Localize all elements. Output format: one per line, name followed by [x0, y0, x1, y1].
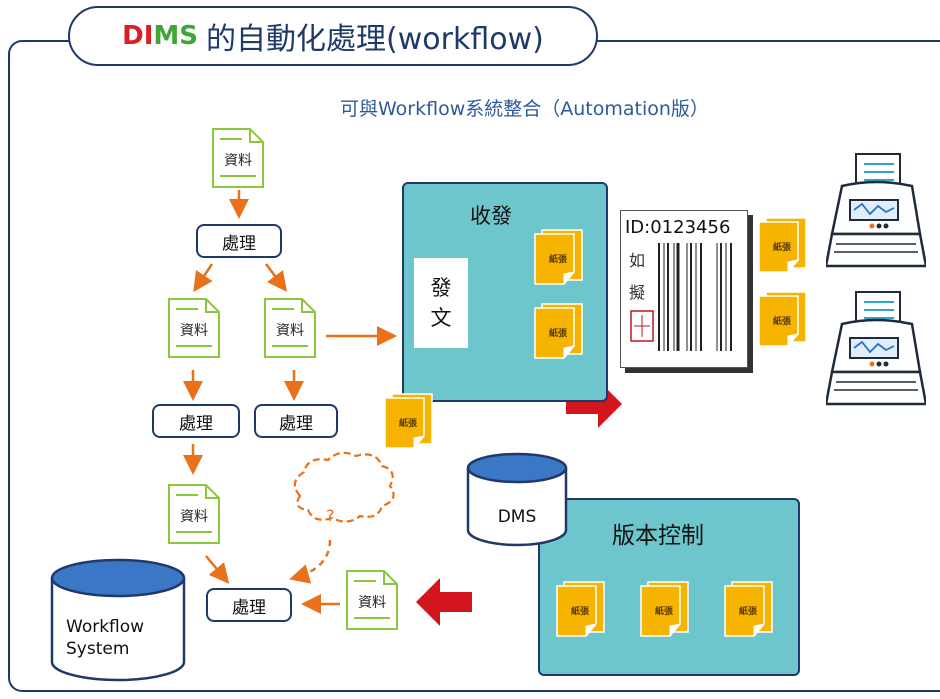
doc-label: 資料 — [180, 509, 208, 525]
paper-stack: 紙張 — [640, 580, 690, 638]
workflow-system-database-icon — [50, 558, 186, 682]
scanner-icon — [826, 153, 926, 268]
version-control-title: 版本控制 — [612, 523, 704, 549]
process-box-1: 處理 — [196, 224, 282, 258]
paper-label: 紙張 — [738, 607, 757, 617]
doc-label: 資料 — [276, 323, 304, 339]
subtitle: 可與Workflow系統整合（Automation版） — [340, 98, 709, 120]
workflow-system-line1: Workflow — [66, 617, 145, 637]
paper-label: 紙張 — [398, 419, 417, 429]
send-char-2: 文 — [430, 306, 452, 330]
archive-char-1: 如 — [629, 251, 646, 270]
paper-stack: 紙張 — [556, 580, 606, 638]
doc-data-5: 資料 — [346, 570, 398, 630]
barcode-document: ID:0123456 如 擬 — [620, 210, 748, 368]
title-banner: DIMS 的自動化處理(workflow) — [68, 6, 598, 66]
arrow-proc1-to-doc2 — [193, 263, 214, 293]
receive-send-panel — [402, 182, 608, 402]
thought-cloud — [293, 451, 395, 523]
doc-data-4: 資料 — [168, 484, 220, 544]
red-arrow-left — [416, 578, 472, 626]
paper-label: 紙張 — [772, 243, 791, 253]
document-id: ID:0123456 — [625, 217, 731, 238]
doc-data-3: 資料 — [264, 298, 316, 358]
archive-char-2: 擬 — [629, 283, 646, 302]
scanner-icon — [826, 291, 926, 406]
arrow-doc4-to-proc4 — [205, 555, 230, 584]
doc-data-1: 資料 — [212, 128, 264, 188]
workflow-system-line2: System — [66, 639, 130, 659]
paper-label: 紙張 — [548, 329, 567, 339]
paper-stack: 紙張 — [724, 580, 774, 638]
paper-label: 紙張 — [654, 607, 673, 617]
dms-label: DMS — [497, 507, 537, 527]
doc-label: 資料 — [180, 323, 208, 339]
paper-stack: 紙張 — [534, 228, 584, 286]
question-mark: ? — [326, 506, 335, 525]
doc-label: 資料 — [358, 595, 386, 611]
red-arrow-right — [566, 380, 622, 428]
title-brand: DIMS — [122, 21, 199, 51]
arrow-proc1-to-doc3 — [265, 263, 287, 292]
send-char-1: 發 — [430, 276, 452, 300]
dms-database-icon — [466, 452, 568, 547]
paper-stack: 紙張 — [758, 216, 808, 274]
process-box-4: 處理 — [206, 588, 292, 622]
paper-stack: 紙張 — [534, 302, 584, 360]
arrow-cloud-to-proc4 — [289, 539, 332, 584]
barcode-lines — [630, 243, 732, 351]
process-box-2: 處理 — [152, 404, 240, 438]
paper-label: 紙張 — [772, 317, 791, 327]
doc-label: 資料 — [224, 153, 252, 169]
paper-stack: 紙張 — [384, 392, 434, 450]
process-box-3: 處理 — [254, 404, 338, 438]
doc-data-2: 資料 — [168, 298, 220, 358]
paper-stack: 紙張 — [758, 290, 808, 348]
send-document-box: 發 文 — [414, 258, 468, 348]
paper-label: 紙張 — [548, 255, 567, 265]
title-text: 的自動化處理(workflow) — [206, 22, 544, 57]
paper-label: 紙張 — [570, 607, 589, 617]
workflow-system-label: Workflow System — [50, 616, 186, 660]
receive-send-title: 收發 — [470, 204, 512, 228]
